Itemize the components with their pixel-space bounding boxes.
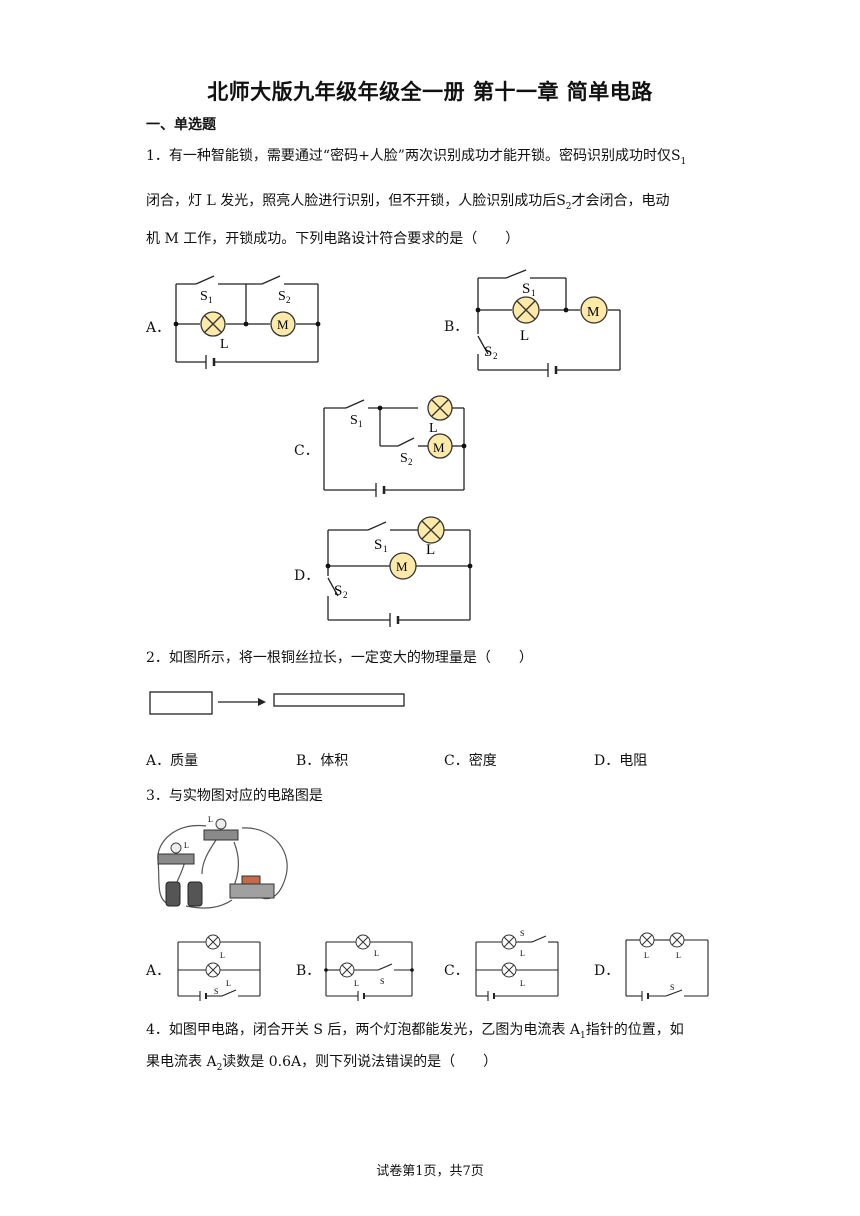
q4-line1-text-a: 4．如图甲电路，闭合开关 S 后，两个灯泡都能发光，乙图为电流表 A	[146, 1022, 580, 1038]
q1-line2: 闭合，灯 L 发光，照亮人脸进行识别，但不开锁，人脸识别成功后S2才会闭合，电动	[146, 191, 670, 217]
page-title: 北师大版九年级年级全一册 第十一章 简单电路	[207, 80, 653, 104]
page-footer: 试卷第1页，共7页	[376, 1164, 484, 1179]
lamp-label: L	[426, 542, 435, 558]
switch-label: S	[670, 983, 674, 992]
q4-line2-sub: 2	[216, 1062, 223, 1073]
switch-label: S	[484, 344, 492, 360]
q1-line2-symbol: S	[556, 193, 566, 209]
motor-label: M	[396, 559, 408, 574]
q3-circuit-a: L L S	[177, 934, 261, 1001]
switch-sub: 2	[408, 457, 413, 467]
lamp-label: L	[220, 951, 225, 960]
lamp-label: L	[520, 949, 525, 958]
arrow-right-icon	[258, 698, 266, 706]
lamp-label: L	[220, 337, 229, 352]
q2-text: 2．如图所示，将一根铜丝拉长，一定变大的物理量是（ ）	[146, 650, 533, 666]
q1-option-b-label[interactable]: B．	[444, 319, 469, 335]
switch-label: S	[278, 289, 286, 304]
q3-option-d-label[interactable]: D．	[594, 963, 620, 979]
switch-label: S	[374, 537, 382, 553]
switch-sub: 1	[531, 288, 536, 298]
lamp-label: L	[644, 951, 649, 960]
q1-line1: 1．有一种智能锁，需要通过“密码+人脸”两次识别成功才能开锁。密码识别成功时仅S…	[146, 146, 686, 172]
q1-line1-text: 1．有一种智能锁，需要通过“密码+人脸”两次识别成功才能开锁。密码识别成功时仅	[146, 148, 671, 164]
q3-text: 3．与实物图对应的电路图是	[146, 788, 323, 804]
q1-line3: 机 M 工作，开锁成功。下列电路设计符合要求的是（ ）	[146, 231, 520, 247]
switch-label: S	[520, 929, 524, 938]
switch-label: S	[522, 281, 530, 297]
switch-label: S	[400, 451, 408, 466]
switch-sub: 1	[208, 295, 213, 305]
switch-sub: 1	[383, 544, 388, 554]
q3-circuit-b: L L S	[324, 934, 414, 1001]
lamp-label: L	[676, 951, 681, 960]
q2-option-b[interactable]: B．体积	[296, 753, 349, 769]
lamp-label: L	[208, 815, 213, 824]
switch-sub: 1	[358, 419, 363, 429]
switch-label: S	[350, 413, 358, 428]
q3-circuit-c: S L L	[475, 929, 559, 1001]
lamp-label: L	[429, 421, 438, 436]
switch-label: S	[200, 289, 208, 304]
q1-line2-text-a: 闭合，灯 L 发光，照亮人脸进行识别，但不开锁，人脸识别成功后	[146, 193, 557, 209]
section-heading: 一、单选题	[146, 117, 216, 133]
q4-line1-text-b: 指针的位置，如	[585, 1022, 684, 1038]
q3-option-a-label[interactable]: A．	[146, 963, 171, 979]
lamp-label: L	[226, 979, 231, 988]
motor-label: M	[587, 305, 600, 320]
lamp-label: L	[520, 979, 525, 988]
motor-label: M	[277, 317, 289, 332]
q1-option-c-label[interactable]: C．	[294, 443, 319, 459]
lamp-label: L	[184, 841, 189, 850]
q1-line1-sub: 1	[680, 156, 687, 167]
q3-physical-circuit-photo: L L	[157, 815, 288, 909]
lamp-label: L	[520, 328, 529, 344]
switch-sub: 2	[493, 351, 498, 361]
q1-option-d-label[interactable]: D．	[294, 568, 320, 584]
q4-line1: 4．如图甲电路，闭合开关 S 后，两个灯泡都能发光，乙图为电流表 A1指针的位置…	[146, 1020, 684, 1046]
q1-line1-symbol: S	[670, 148, 681, 164]
motor-label: M	[433, 440, 445, 455]
switch-sub: 2	[286, 295, 291, 305]
lamp-label: L	[374, 949, 379, 958]
lamp-label: L	[354, 979, 359, 988]
q2-wire-figure	[149, 691, 405, 715]
q4-line2-text-b: 读数是 0.6A，则下列说法错误的是（ ）	[222, 1054, 498, 1070]
q3-option-b-label[interactable]: B．	[296, 963, 321, 979]
q1-option-a-label[interactable]: A．	[146, 320, 171, 336]
q3-circuit-d: L L S	[625, 932, 709, 1001]
switch-label: S	[214, 987, 218, 996]
q4-line2-text-a: 果电流表 A	[146, 1054, 217, 1070]
q3-option-c-label[interactable]: C．	[444, 963, 469, 979]
switch-sub: 2	[343, 590, 348, 600]
q2-option-a[interactable]: A．质量	[146, 753, 199, 769]
switch-label: S	[380, 977, 384, 986]
q4-line2: 果电流表 A2读数是 0.6A，则下列说法错误的是（ ）	[146, 1052, 497, 1078]
q4-line1-sub: 1	[579, 1030, 586, 1041]
q1-line2-text-b: 才会闭合，电动	[571, 193, 670, 209]
switch-label: S	[334, 583, 342, 599]
q2-option-d[interactable]: D．电阻	[594, 753, 648, 769]
q2-option-c[interactable]: C．密度	[444, 753, 497, 769]
q1-line2-sub: 2	[565, 201, 572, 212]
